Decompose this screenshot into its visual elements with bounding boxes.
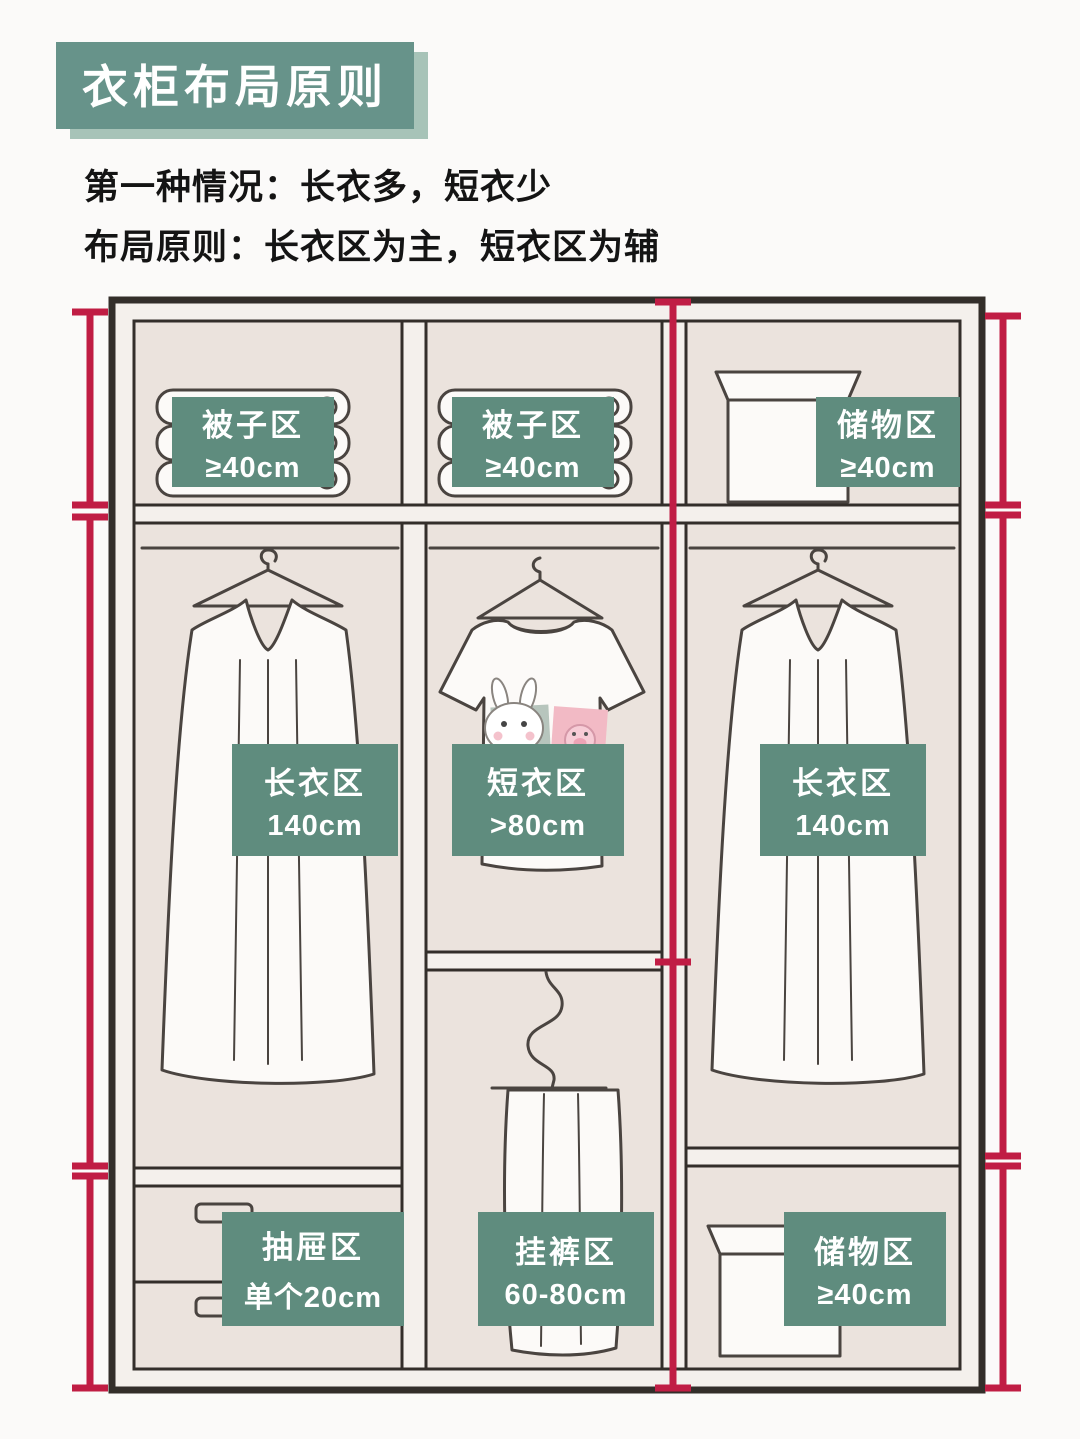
measure-line-left (72, 308, 108, 1392)
zone-label-storage-top-right: 储物区 ≥40cm (816, 397, 960, 487)
zone-name: 被子区 (202, 407, 304, 443)
top-shelf (132, 503, 962, 525)
zone-label-pants-middle: 挂裤区 60-80cm (478, 1212, 654, 1326)
zone-label-long-clothes-right: 长衣区 140cm (760, 744, 926, 856)
measure-line-middle (655, 298, 691, 1392)
zone-size: 单个20cm (243, 1282, 383, 1314)
zone-name: 储物区 (814, 1234, 916, 1270)
bunny-icon (484, 677, 544, 754)
zone-name: 长衣区 (264, 765, 366, 801)
zone-name: 抽屉区 (262, 1230, 364, 1265)
description-block: 第一种情况：长衣多，短衣少 布局原则：长衣区为主，短衣区为辅 (84, 158, 660, 278)
zone-label-quilt-middle: 被子区 ≥40cm (452, 397, 614, 487)
zone-name: 短衣区 (487, 765, 589, 801)
zone-size: 140cm (795, 809, 891, 842)
zone-label-storage-bottom-right: 储物区 ≥40cm (784, 1212, 946, 1326)
divider-left-panel (400, 319, 428, 1371)
zone-name: 储物区 (837, 407, 939, 443)
zone-label-drawer-left: 抽屉区 单个20cm (222, 1212, 404, 1326)
zone-size: ≥40cm (485, 451, 581, 484)
zone-label-quilt-left: 被子区 ≥40cm (172, 397, 334, 487)
page-title: 衣柜布局原则 (56, 42, 414, 129)
case-line: 第一种情况：长衣多，短衣少 (84, 168, 553, 207)
zone-label-long-clothes-left: 长衣区 140cm (232, 744, 398, 856)
zone-size: 60-80cm (504, 1278, 628, 1311)
left-bottom-shelf (132, 1166, 404, 1188)
shelves-and-dividers (132, 319, 962, 1371)
principle-line: 布局原则：长衣区为主，短衣区为辅 (84, 228, 661, 268)
zone-name: 挂裤区 (515, 1234, 617, 1270)
zone-name: 长衣区 (792, 765, 894, 801)
right-bottom-shelf (684, 1146, 962, 1168)
zone-size: ≥40cm (840, 451, 936, 484)
middle-shelf (424, 950, 664, 972)
zone-label-short-clothes-middle: 短衣区 >80cm (452, 744, 624, 856)
zone-size: ≥40cm (205, 451, 301, 484)
zone-name: 被子区 (482, 407, 584, 443)
zone-size: ≥40cm (817, 1278, 913, 1311)
measure-line-right (985, 312, 1021, 1392)
zone-size: 140cm (267, 809, 363, 842)
zone-size: >80cm (489, 809, 587, 842)
